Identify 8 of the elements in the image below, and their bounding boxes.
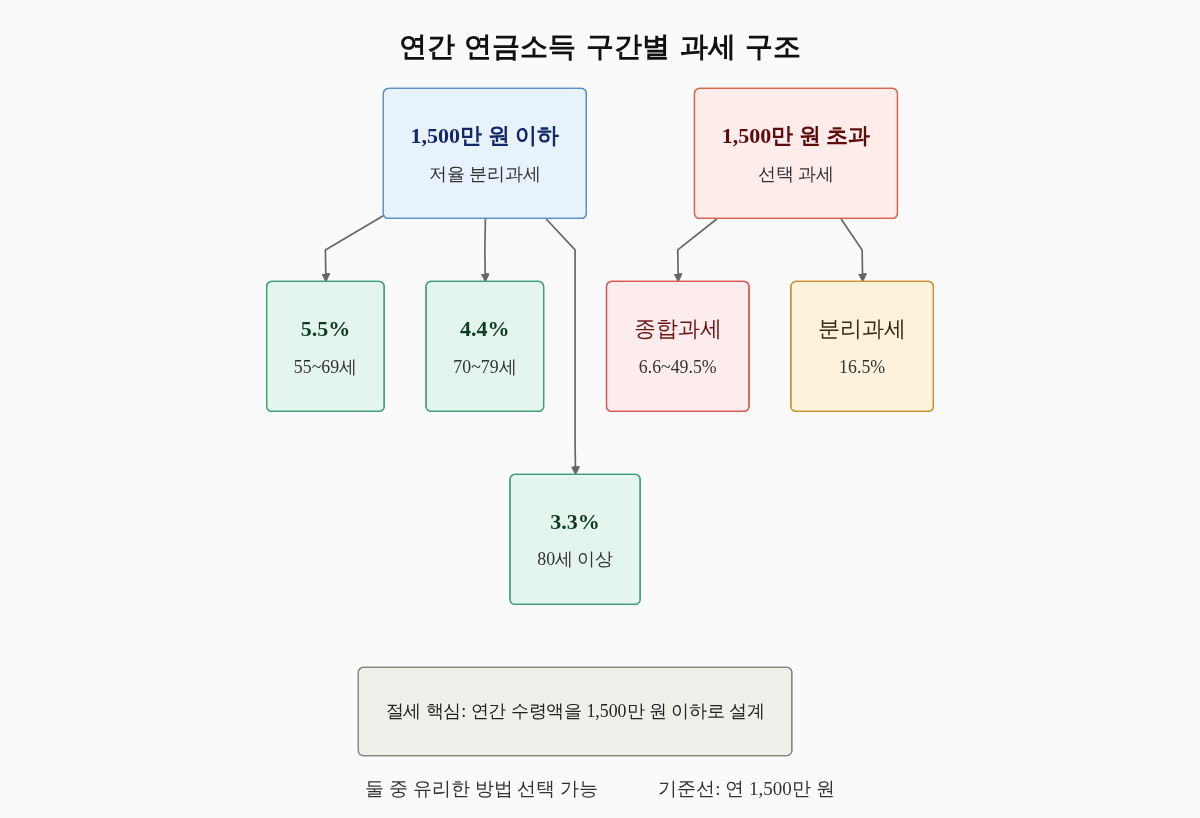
arrow: [545, 218, 581, 476]
arrow: [840, 218, 868, 283]
arrow: [480, 218, 490, 283]
note-text: 기준선: 연 1,500만 원: [658, 777, 835, 801]
arrow: [673, 218, 718, 283]
note-text: 둘 중 유리한 방법 선택 가능: [365, 777, 599, 801]
arrow: [321, 214, 385, 283]
diagram-title: 연간 연금소득 구간별 과세 구조: [398, 29, 802, 65]
